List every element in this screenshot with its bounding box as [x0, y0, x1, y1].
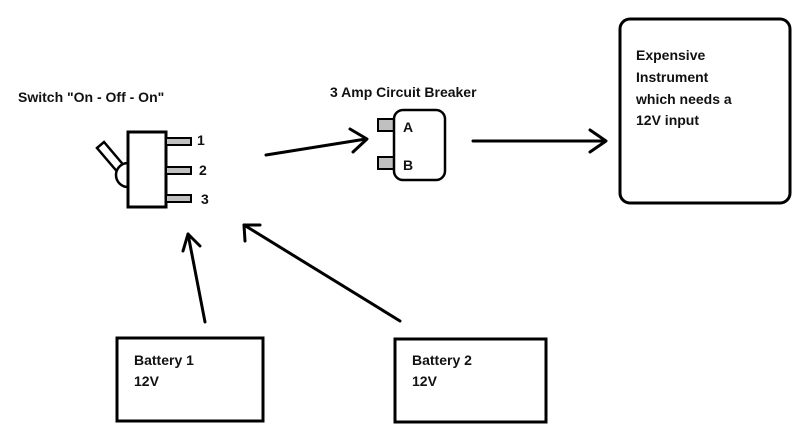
battery-2-name: Battery 2: [412, 352, 472, 368]
circuit-breaker: 3 Amp Circuit Breaker A B: [330, 84, 477, 182]
battery-1-box: [115, 336, 265, 423]
breaker-tab-a: [377, 118, 395, 132]
switch-body: [126, 130, 168, 209]
switch-pin-1-label: 1: [197, 132, 205, 148]
switch-title: Switch "On - Off - On": [18, 89, 164, 105]
switch-pin-3-label: 3: [201, 191, 209, 207]
breaker-terminal-a: A: [403, 119, 413, 135]
arrow-switch-to-breaker: [264, 127, 369, 157]
switch-pin-2: [165, 166, 192, 175]
battery-1-name: Battery 1: [134, 352, 194, 368]
battery-1-voltage: 12V: [134, 373, 160, 389]
instrument-line-3: which needs a: [635, 91, 732, 107]
battery-2-voltage: 12V: [412, 373, 438, 389]
arrow-breaker-to-instrument: [471, 128, 608, 154]
switch-pin-3: [165, 194, 192, 203]
breaker-title: 3 Amp Circuit Breaker: [330, 84, 477, 100]
switch-bushing: [114, 161, 129, 189]
battery-1: Battery 1 12V: [115, 336, 265, 423]
battery-2: Battery 2 12V: [393, 337, 548, 424]
switch-pin-2-label: 2: [199, 162, 207, 178]
arrow-battery-1-to-switch: [181, 232, 207, 324]
arrow-battery-2-to-switch: [242, 223, 402, 323]
toggle-switch: Switch "On - Off - On" 1 2 3: [18, 89, 209, 209]
breaker-terminal-b: B: [403, 157, 413, 173]
battery-2-box: [393, 337, 548, 424]
breaker-body: [392, 108, 447, 182]
instrument-line-2: Instrument: [636, 69, 709, 85]
instrument-line-4: 12V input: [636, 112, 699, 128]
instrument-line-1: Expensive: [636, 47, 705, 63]
instrument-box: [618, 17, 792, 205]
switch-pin-1: [165, 137, 192, 146]
instrument: Expensive Instrument which needs a 12V i…: [618, 17, 792, 205]
breaker-tab-b: [377, 156, 395, 170]
